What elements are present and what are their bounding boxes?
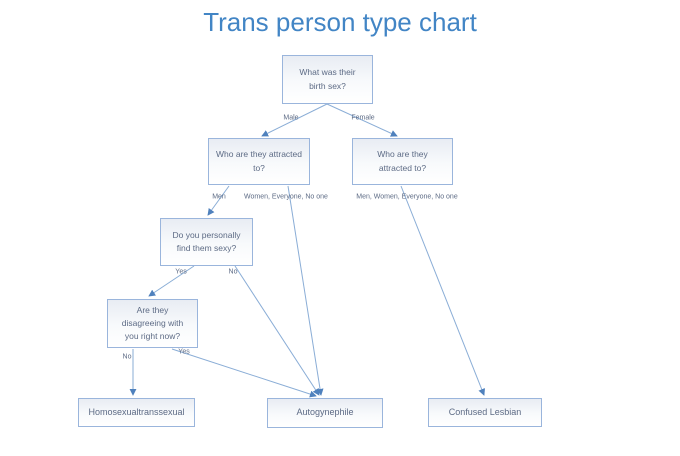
edge-sexy-to-autogynephile: [234, 265, 320, 396]
node-homosexual-transsexual: Homosexualtranssexual: [78, 398, 195, 427]
node-find-them-sexy: Do you personally find them sexy?: [160, 218, 253, 266]
edge-label-women-everyone-noone: Women, Everyone, No one: [244, 193, 328, 201]
edge-label-yes-sexy: Yes: [175, 268, 187, 276]
node-autogynephile: Autogynephile: [267, 398, 383, 428]
edge-whofemale-to-confusedlesbian: [400, 185, 485, 396]
node-confused-lesbian: Confused Lesbian: [428, 398, 542, 427]
node-birth-sex: What was their birth sex?: [282, 55, 373, 104]
edge-label-men-women-everyone-noone: Men, Women, Everyone, No one: [356, 193, 458, 201]
edge-sexy-to-disagreeing: [148, 265, 195, 297]
edge-whomale-to-sexy: [207, 185, 230, 216]
edge-label-men: Men: [212, 193, 226, 201]
edge-label-female: Female: [351, 114, 375, 122]
edge-disagreeing-to-autogynephile: [171, 348, 317, 398]
node-who-attracted-male: Who are they attracted to?: [208, 138, 310, 185]
edge-label-no-sexy: No: [228, 268, 238, 276]
node-who-attracted-female: Who are they attracted to?: [352, 138, 453, 185]
edge-whomale-to-autogynephile: [287, 185, 324, 396]
edge-label-no-disagreeing: No: [122, 353, 132, 361]
edge-label-male: Male: [283, 114, 299, 122]
edge-label-yes-disagreeing: Yes: [178, 348, 190, 356]
page-title: Trans person type chart: [203, 7, 477, 37]
node-disagreeing-now: Are they disagreeing with you right now?: [107, 299, 198, 348]
